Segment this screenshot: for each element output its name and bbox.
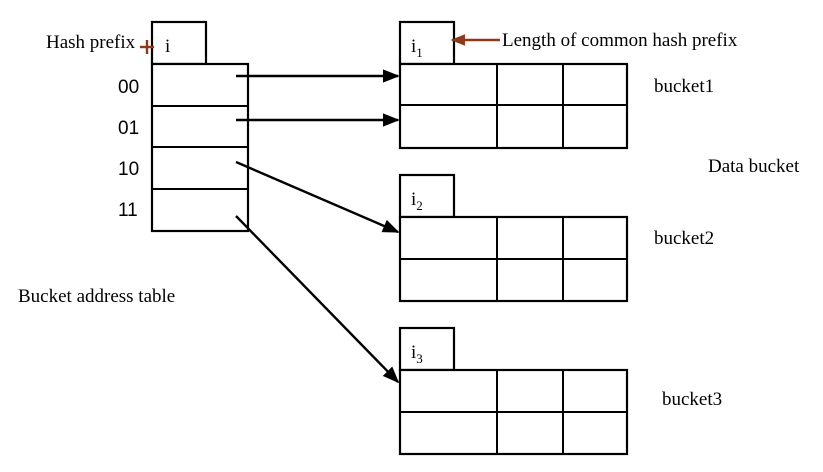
- bucket3-name: bucket3: [662, 389, 722, 410]
- bucket1-depth-label: i1: [411, 36, 423, 60]
- bucket2-structure: [398, 173, 629, 303]
- pointer-arrow: [235, 160, 400, 234]
- bucket2-name: bucket2: [654, 228, 714, 249]
- bucket1-structure: [398, 20, 629, 150]
- global-depth-box: [150, 20, 208, 66]
- bucket-address-table-label: Bucket address table: [18, 286, 175, 307]
- bucket3-depth-label: i3: [411, 342, 423, 366]
- pointer-arrow: [235, 215, 400, 384]
- table-row-label: 10: [118, 159, 139, 180]
- hash-prefix-label: Hash prefix: [46, 32, 136, 53]
- bucket-address-table: [150, 62, 250, 233]
- table-row-label: 11: [118, 200, 138, 221]
- data-bucket-label: Data bucket: [708, 156, 800, 177]
- global-depth-label: i: [165, 36, 170, 57]
- bucket2-depth-label: i2: [411, 189, 423, 213]
- table-row-label: 01: [118, 118, 139, 139]
- common-prefix-label: Length of common hash prefix: [502, 30, 738, 51]
- table-row-label: 00: [118, 77, 139, 98]
- hash-prefix-pointer-icon: [140, 40, 154, 54]
- bucket3-structure: [398, 326, 629, 456]
- bucket1-name: bucket1: [654, 76, 714, 97]
